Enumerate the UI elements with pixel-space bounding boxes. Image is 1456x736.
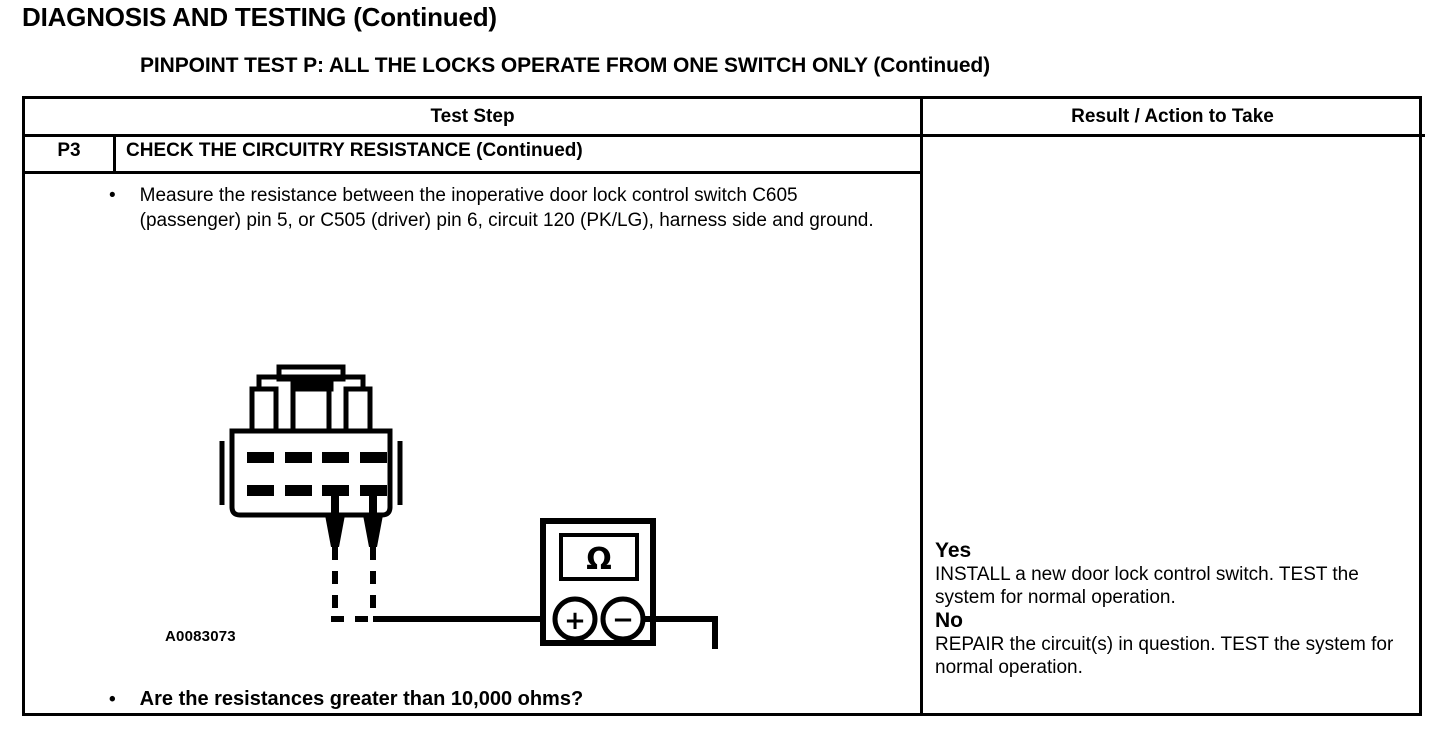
resistance-test-diagram: Ω + − [175,319,795,736]
connector-pins-top-row [247,452,387,463]
positive-terminal-ring [552,596,598,642]
column-divider [920,99,923,713]
diagnostic-table: Test Step Result / Action to Take P3 CHE… [22,96,1425,736]
result-yes-text: INSTALL a new door lock control switch. … [935,564,1359,608]
page-title: DIAGNOSIS AND TESTING (Continued) [22,2,497,32]
header-test-step: Test Step [430,106,515,127]
step-instruction-text: Measure the resistance between the inope… [139,185,874,231]
ohm-symbol: Ω [586,542,612,577]
step-question: • Are the resistances greater than 10,00… [109,687,583,712]
result-action-content: Yes INSTALL a new door lock control swit… [935,539,1415,679]
harness-dashed-leads [331,547,376,622]
bullet-icon: • [109,185,116,206]
test-probe-one [325,491,345,547]
figure-id-label: A0083073 [165,628,236,645]
header-rule-left [25,134,920,137]
step-title-rule [25,171,920,174]
pinpoint-test-title: PINPOINT TEST P: ALL THE LOCKS OPERATE F… [140,54,991,77]
result-no-text: REPAIR the circuit(s) in question. TEST … [935,634,1394,678]
positive-terminal-label: + [564,606,586,636]
step-title: CHECK THE CIRCUITRY RESISTANCE (Continue… [126,140,583,161]
multimeter-display [559,533,639,581]
header-result-action: Result / Action to Take [1071,106,1274,127]
step-code: P3 [57,140,81,161]
result-yes: Yes INSTALL a new door lock control swit… [935,539,1415,609]
result-yes-label: Yes [935,539,972,562]
negative-terminal-label: − [612,605,634,635]
step-instruction: • Measure the resistance between the ino… [109,183,889,233]
step-code-divider [113,134,116,171]
result-no: No REPAIR the circuit(s) in question. TE… [935,609,1415,679]
bullet-icon: • [109,689,116,710]
result-no-label: No [935,609,963,632]
test-probe-two [363,491,383,547]
connector-pins-bottom-row [247,485,387,496]
step-question-text: Are the resistances greater than 10,000 … [139,688,584,710]
diagram-svg: Ω + − [219,364,742,736]
header-rule-right [920,134,1425,137]
